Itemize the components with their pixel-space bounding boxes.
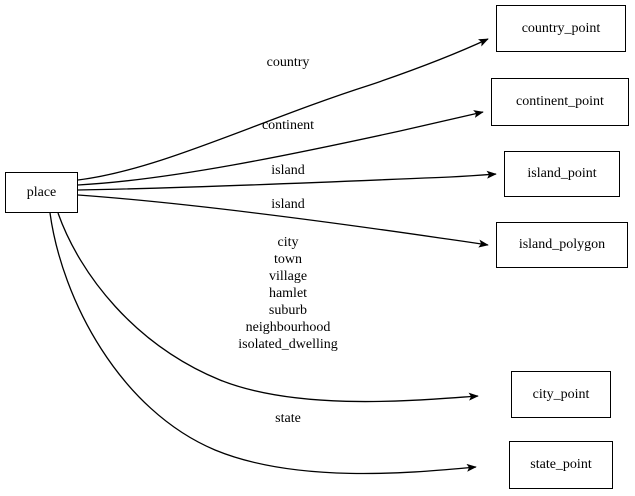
edge-paths bbox=[49, 38, 497, 475]
edge-place-to-island_point bbox=[77, 170, 497, 191]
node-island_point[interactable]: island_point bbox=[504, 151, 620, 197]
edge-label-continent_point: continent bbox=[261, 118, 315, 133]
edge-label-island_point: island bbox=[271, 163, 305, 178]
node-place[interactable]: place bbox=[5, 172, 78, 213]
edge-label-country_point: country bbox=[266, 55, 310, 70]
node-state_point[interactable]: state_point bbox=[509, 441, 613, 489]
edge-label-state_point: state bbox=[275, 411, 301, 426]
edge-place-to-island_polygon bbox=[77, 194, 489, 248]
edge-place-to-continent_point bbox=[77, 110, 484, 186]
edge-place-to-city_point bbox=[57, 212, 479, 403]
edge-place-to-state_point bbox=[49, 212, 477, 475]
node-continent_point[interactable]: continent_point bbox=[491, 78, 629, 126]
node-country_point[interactable]: country_point bbox=[496, 5, 626, 52]
edge-place-to-country_point bbox=[77, 38, 489, 181]
node-city_point[interactable]: city_point bbox=[511, 371, 611, 418]
node-island_polygon[interactable]: island_polygon bbox=[496, 222, 628, 268]
edge-label-city_point: city town village hamlet suburb neighbou… bbox=[238, 235, 338, 352]
edge-label-island_polygon: island bbox=[271, 197, 305, 212]
